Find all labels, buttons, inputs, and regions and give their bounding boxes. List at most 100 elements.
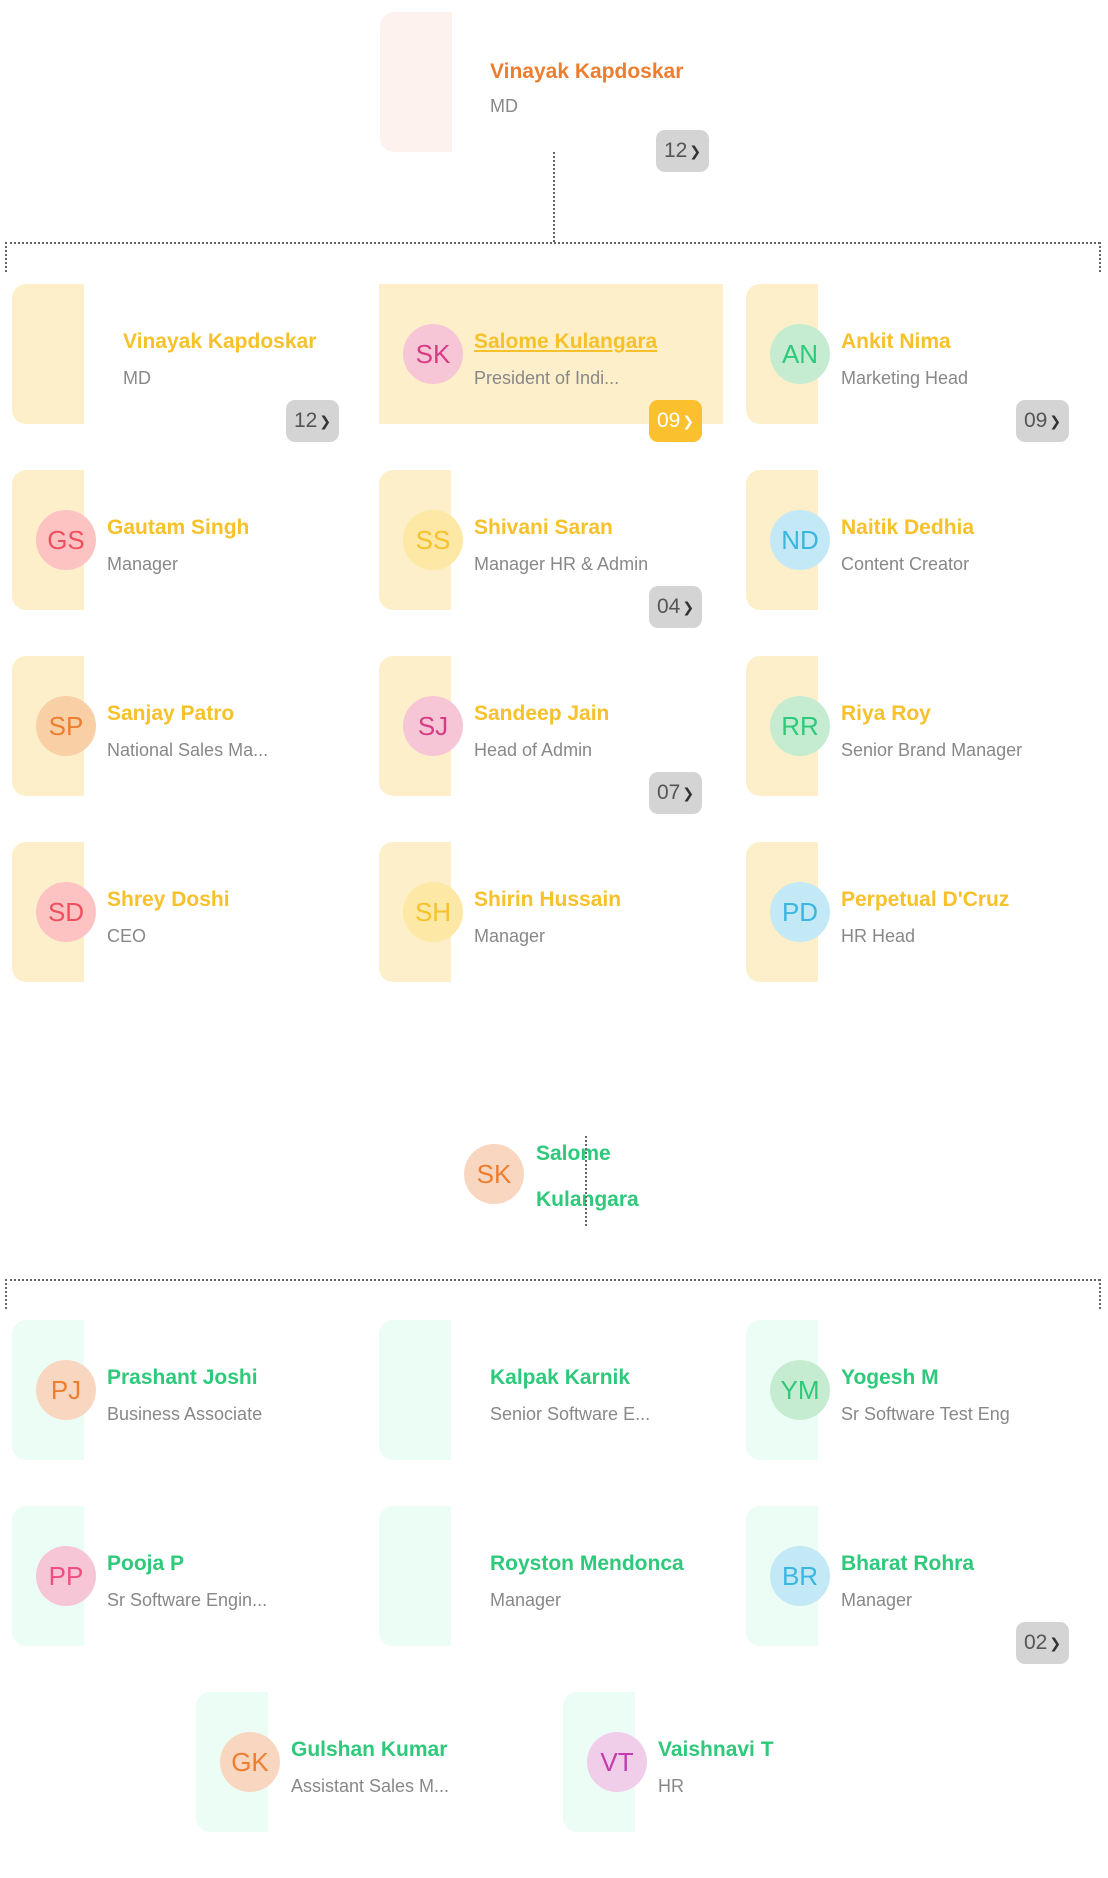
connector-line — [553, 152, 555, 242]
avatar: AN — [770, 324, 830, 384]
avatar: ND — [770, 510, 830, 570]
expand-reports-button[interactable]: 07❯ — [649, 772, 702, 814]
employee-role: Senior Brand Manager — [841, 740, 1023, 760]
report-count: 07 — [656, 781, 681, 804]
avatar: GK — [220, 1732, 280, 1792]
avatar: SD — [36, 882, 96, 942]
org-card[interactable]: RR Riya Roy Senior Brand Manager — [746, 656, 1091, 796]
employee-name[interactable]: Vinayak Kapdoskar — [490, 60, 684, 83]
employee-name[interactable]: Gautam Singh — [107, 516, 250, 539]
org-card[interactable]: PJ Prashant Joshi Business Associate — [12, 1320, 357, 1460]
employee-name[interactable]: Sandeep Jain — [474, 702, 610, 725]
employee-role: Head of Admin — [474, 740, 593, 760]
report-count: 12 — [663, 139, 688, 162]
employee-name[interactable]: Shirin Hussain — [474, 888, 622, 911]
chevron-down-icon: ❯ — [1049, 412, 1062, 429]
connector-line — [1099, 242, 1101, 272]
employee-name[interactable]: Riya Roy — [841, 702, 931, 725]
employee-role: Assistant Sales M... — [291, 1776, 450, 1796]
org-card[interactable]: Royston Mendonca Manager — [379, 1506, 724, 1646]
employee-name[interactable]: Shivani Saran — [474, 516, 613, 539]
report-count: 09 — [656, 409, 681, 432]
avatar: SH — [403, 882, 463, 942]
card-tab — [380, 12, 452, 152]
org-card[interactable]: SD Shrey Doshi CEO — [12, 842, 357, 982]
org-card[interactable]: PD Perpetual D'Cruz HR Head — [746, 842, 1091, 982]
employee-role: MD — [490, 96, 518, 116]
employee-name[interactable]: Vinayak Kapdoskar — [123, 330, 317, 353]
expand-reports-button[interactable]: 04❯ — [649, 586, 702, 628]
employee-role: Sr Software Test Eng — [841, 1404, 1010, 1424]
expand-reports-button[interactable]: 09❯ — [649, 400, 702, 442]
org-card[interactable]: Kalpak Karnik Senior Software E... — [379, 1320, 724, 1460]
chevron-down-icon: ❯ — [682, 598, 695, 615]
employee-name-line2[interactable]: Kulangara — [536, 1188, 639, 1211]
avatar: YM — [770, 1360, 830, 1420]
employee-role: Business Associate — [107, 1404, 263, 1424]
avatar: PP — [36, 1546, 96, 1606]
chevron-down-icon: ❯ — [682, 784, 695, 801]
employee-name[interactable]: Vaishnavi T — [658, 1738, 774, 1761]
chevron-down-icon: ❯ — [319, 412, 332, 429]
expand-reports-button[interactable]: 02❯ — [1016, 1622, 1069, 1664]
expand-reports-button[interactable]: 12❯ — [656, 130, 709, 172]
employee-role: Marketing Head — [841, 368, 969, 388]
connector-line — [1099, 1279, 1101, 1309]
org-card[interactable]: GS Gautam Singh Manager — [12, 470, 357, 610]
employee-name[interactable]: Salome Kulangara — [474, 330, 658, 353]
expand-reports-button[interactable]: 12❯ — [286, 400, 339, 442]
org-card[interactable]: PP Pooja P Sr Software Engin... — [12, 1506, 357, 1646]
avatar: SK — [403, 324, 463, 384]
avatar: SK — [464, 1144, 524, 1204]
org-card[interactable]: SH Shirin Hussain Manager — [379, 842, 724, 982]
report-count: 09 — [1023, 409, 1048, 432]
employee-name[interactable]: Yogesh M — [841, 1366, 939, 1389]
avatar: PJ — [36, 1360, 96, 1420]
org-card-root[interactable]: Vinayak Kapdoskar MD 12❯ — [380, 12, 725, 172]
employee-role: Sr Software Engin... — [107, 1590, 268, 1610]
employee-name[interactable]: Prashant Joshi — [107, 1366, 258, 1389]
employee-role: Senior Software E... — [490, 1404, 651, 1424]
org-card[interactable]: SP Sanjay Patro National Sales Ma... — [12, 656, 357, 796]
org-card[interactable]: AN Ankit Nima Marketing Head 09❯ — [746, 284, 1091, 442]
employee-role: MD — [123, 368, 151, 388]
connector-line — [585, 1136, 587, 1226]
employee-role: Content Creator — [841, 554, 970, 574]
org-card[interactable]: Vinayak Kapdoskar MD 12❯ — [12, 284, 357, 442]
employee-name[interactable]: Shrey Doshi — [107, 888, 230, 911]
chevron-down-icon: ❯ — [689, 142, 702, 159]
employee-name[interactable]: Kalpak Karnik — [490, 1366, 631, 1389]
connector-line — [5, 242, 1100, 244]
employee-name[interactable]: Ankit Nima — [841, 330, 951, 353]
org-card[interactable]: YM Yogesh M Sr Software Test Eng — [746, 1320, 1091, 1460]
avatar: VT — [587, 1732, 647, 1792]
org-card[interactable]: GK Gulshan Kumar Assistant Sales M... — [196, 1692, 541, 1832]
org-card[interactable]: VT Vaishnavi T HR — [563, 1692, 908, 1832]
employee-name[interactable]: Perpetual D'Cruz — [841, 888, 1010, 911]
employee-role: President of Indi... — [474, 368, 620, 388]
chevron-down-icon: ❯ — [682, 412, 695, 429]
org-card[interactable]: ND Naitik Dedhia Content Creator — [746, 470, 1091, 610]
connector-line — [5, 242, 7, 272]
employee-name[interactable]: Sanjay Patro — [107, 702, 235, 725]
avatar: SJ — [403, 696, 463, 756]
employee-name-line1[interactable]: Salome — [536, 1142, 611, 1165]
expand-reports-button[interactable]: 09❯ — [1016, 400, 1069, 442]
org-card[interactable]: BR Bharat Rohra Manager 02❯ — [746, 1506, 1091, 1664]
employee-role: HR Head — [841, 926, 916, 946]
employee-name[interactable]: Bharat Rohra — [841, 1552, 975, 1575]
connector-line — [5, 1279, 7, 1309]
org-card-selected[interactable]: SK Salome Kulangara President of Indi...… — [379, 284, 723, 442]
employee-role: Manager HR & Admin — [474, 554, 649, 574]
employee-name[interactable]: Royston Mendonca — [490, 1552, 684, 1575]
employee-name[interactable]: Pooja P — [107, 1552, 185, 1575]
org-card[interactable]: SS Shivani Saran Manager HR & Admin 04❯ — [379, 470, 724, 628]
employee-role: National Sales Ma... — [107, 740, 269, 760]
employee-name[interactable]: Gulshan Kumar — [291, 1738, 448, 1761]
employee-role: Manager — [474, 926, 546, 946]
card-tab — [379, 1320, 451, 1460]
org-card[interactable]: SJ Sandeep Jain Head of Admin 07❯ — [379, 656, 724, 814]
employee-name[interactable]: Naitik Dedhia — [841, 516, 975, 539]
card-tab — [379, 1506, 451, 1646]
org-card-subroot[interactable]: SK Salome Kulangara — [462, 1130, 662, 1240]
